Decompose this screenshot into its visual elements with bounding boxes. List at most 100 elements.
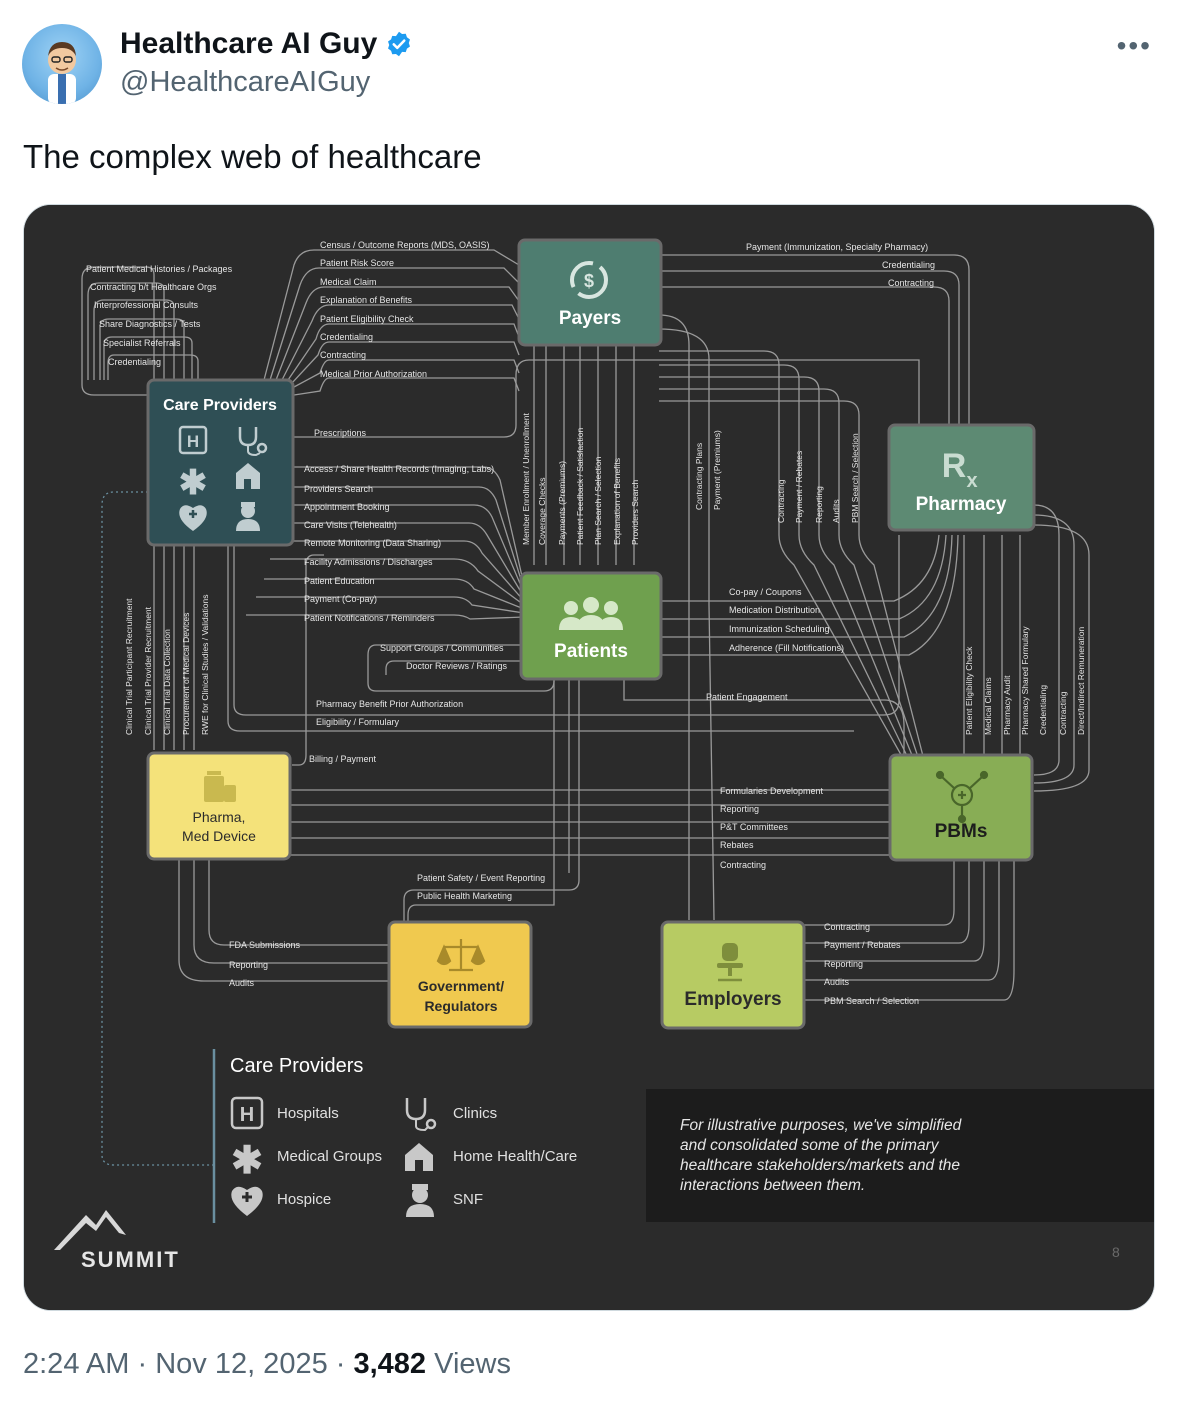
- brand-name: SUMMIT: [81, 1247, 180, 1272]
- label-reporting-pbm: Reporting: [814, 486, 824, 523]
- label-census: Census / Outcome Reports (MDS, OASIS): [320, 240, 490, 250]
- svg-text:✱: ✱: [231, 1140, 263, 1182]
- label-reporting-employers: Reporting: [824, 959, 863, 969]
- connection-lines: [81, 249, 1090, 1166]
- label-formularies: Formularies Development: [720, 786, 824, 796]
- views-count: 3,482: [353, 1348, 427, 1380]
- nurse-icon: [406, 1184, 434, 1217]
- label-payment-rebates-employers: Payment / Rebates: [824, 940, 901, 950]
- avatar-illustration: [48, 42, 76, 104]
- views-label: Views: [434, 1348, 511, 1380]
- author-name-row[interactable]: Healthcare AI Guy: [120, 24, 413, 64]
- gov-public-labels: Patient Safety / Event Reporting Public …: [417, 873, 545, 901]
- legend-home-health: Home Health/Care: [453, 1148, 577, 1165]
- gov-title-line1: Government/: [418, 978, 504, 994]
- label-risk-score: Patient Risk Score: [320, 258, 394, 268]
- label-care-visits: Care Visits (Telehealth): [304, 520, 397, 530]
- pharmacy-benefit-labels: Pharmacy Benefit Prior Authorization Eli…: [316, 699, 463, 727]
- label-doctor-reviews: Doctor Reviews / Ratings: [406, 661, 508, 671]
- label-credentialing-pharmacy: Credentialing: [882, 260, 935, 270]
- clinical-labels: Clinical Trial Participant Recruitment C…: [124, 595, 210, 735]
- payers-patients-vertical-labels: Member Enrollment / Unenrollment Coverag…: [521, 413, 640, 545]
- label-member-enrollment: Member Enrollment / Unenrollment: [521, 413, 531, 545]
- note-box: For illustrative purposes, we've simplif…: [646, 1089, 1154, 1222]
- house-icon: [405, 1143, 433, 1171]
- label-contracting-pbm-pharmacy: Contracting: [1058, 691, 1068, 735]
- label-credentialing-pbm: Credentialing: [1038, 685, 1048, 735]
- label-referrals: Specialist Referrals: [103, 338, 181, 348]
- label-eligibility-formulary: Eligibility / Formulary: [316, 717, 400, 727]
- node-pbms: PBMs: [888, 753, 1034, 862]
- label-shared-formulary: Pharmacy Shared Formulary: [1020, 626, 1030, 735]
- community-labels: Support Groups / Communities Doctor Revi…: [380, 643, 508, 671]
- label-patient-feedback: Patient Feedback / Satisfaction: [575, 428, 585, 545]
- label-payment-immunization: Payment (Immunization, Specialty Pharmac…: [746, 242, 928, 252]
- tweet-media-diagram[interactable]: Census / Outcome Reports (MDS, OASIS) Pa…: [23, 204, 1155, 1311]
- healthcare-web-diagram: Census / Outcome Reports (MDS, OASIS) Pa…: [24, 205, 1154, 1310]
- medicine-bottle-icon: [204, 771, 236, 802]
- label-prescriptions: Prescriptions: [314, 428, 367, 438]
- payers-pbm-labels: Contracting Payment / Rebates Reporting …: [776, 433, 860, 523]
- asterisk-icon: ✱: [231, 1140, 263, 1182]
- label-adherence: Adherence (Fill Notifications): [729, 643, 844, 653]
- svg-text:R: R: [942, 447, 967, 485]
- node-pharma: Pharma, Med Device: [146, 751, 292, 861]
- label-credentialing: Credentialing: [320, 332, 373, 342]
- label-audits-employers: Audits: [824, 977, 850, 987]
- label-public-health: Public Health Marketing: [417, 891, 512, 901]
- patients-pharmacy-labels: Co-pay / Coupons Medication Distribution…: [729, 587, 844, 653]
- legend-hospitals: Hospitals: [277, 1105, 339, 1122]
- patients-title: Patients: [554, 641, 628, 662]
- scales-icon: [436, 939, 486, 972]
- hospital-icon: H: [230, 1096, 264, 1130]
- label-contracting-pbm: Contracting: [776, 479, 786, 523]
- employers-title: Employers: [684, 989, 781, 1010]
- label-audits-pbm: Audits: [831, 499, 841, 523]
- legend-snf: SNF: [453, 1191, 483, 1208]
- people-group-icon: [559, 597, 623, 630]
- label-payment-premiums: Payment (Premiums): [712, 430, 722, 510]
- label-support-groups: Support Groups / Communities: [380, 643, 504, 653]
- label-reporting-pharma: Reporting: [720, 804, 759, 814]
- label-patient-eligibility-check: Patient Eligibility Check: [964, 646, 974, 735]
- label-eligibility: Patient Eligibility Check: [320, 314, 414, 324]
- asterisk-icon: ✱: [179, 464, 208, 502]
- label-contracting: Contracting: [320, 350, 366, 360]
- employers-pbm-labels: Contracting Payment / Rebates Reporting …: [824, 922, 919, 1006]
- author-handle[interactable]: @HealthcareAIGuy: [120, 66, 371, 98]
- label-credentialing-internal: Credentialing: [108, 357, 161, 367]
- legend: Care Providers H Hospitals Clinics ✱ Med…: [212, 1049, 577, 1223]
- label-pbm-search: PBM Search / Selection: [850, 433, 860, 523]
- label-providers-search-patients: Providers Search: [630, 480, 640, 545]
- hospital-icon: H: [178, 425, 208, 455]
- label-health-records: Access / Share Health Records (Imaging, …: [304, 464, 494, 474]
- tweet-date[interactable]: Nov 12, 2025: [155, 1348, 328, 1380]
- label-reporting-gov: Reporting: [229, 960, 268, 970]
- summit-logo: SUMMIT: [54, 1210, 180, 1272]
- label-copay: Payment (Co-pay): [304, 594, 377, 604]
- label-remote-monitoring: Remote Monitoring (Data Sharing): [304, 538, 441, 548]
- tweet-text: The complex web of healthcare: [23, 138, 482, 175]
- label-rwe: RWE for Clinical Studies / Validations: [200, 595, 210, 735]
- gov-pharma-labels: FDA Submissions Reporting Audits: [229, 940, 301, 988]
- page-number: 8: [1112, 1244, 1120, 1260]
- label-medical-histories: Patient Medical Histories / Packages: [86, 264, 233, 274]
- more-horizontal-icon[interactable]: •••: [1116, 30, 1152, 61]
- label-remuneration: Direct/Indirect Remuneration: [1076, 627, 1086, 735]
- label-patient-engagement: Patient Engagement: [706, 692, 788, 702]
- author-avatar[interactable]: [22, 24, 102, 104]
- pharma-title-line2: Med Device: [182, 828, 256, 844]
- note-text: For illustrative purposes, we've simplif…: [680, 1117, 963, 1194]
- label-data-collection: Clinical Trial Data Collection: [162, 629, 172, 735]
- label-admissions: Facility Admissions / Discharges: [304, 557, 433, 567]
- pharmacy-title: Pharmacy: [916, 494, 1007, 515]
- label-copay-coupons: Co-pay / Coupons: [729, 587, 802, 597]
- label-audits-gov: Audits: [229, 978, 255, 988]
- svg-text:$: $: [584, 271, 594, 291]
- tweet-time[interactable]: 2:24 AM: [23, 1348, 130, 1380]
- note-line: and consolidated some of the primary: [680, 1137, 940, 1154]
- author-name[interactable]: Healthcare AI Guy: [120, 27, 378, 60]
- svg-text:H: H: [187, 432, 199, 451]
- legend-hospice: Hospice: [277, 1191, 331, 1208]
- label-payment-rebates: Payment / Rebates: [794, 451, 804, 523]
